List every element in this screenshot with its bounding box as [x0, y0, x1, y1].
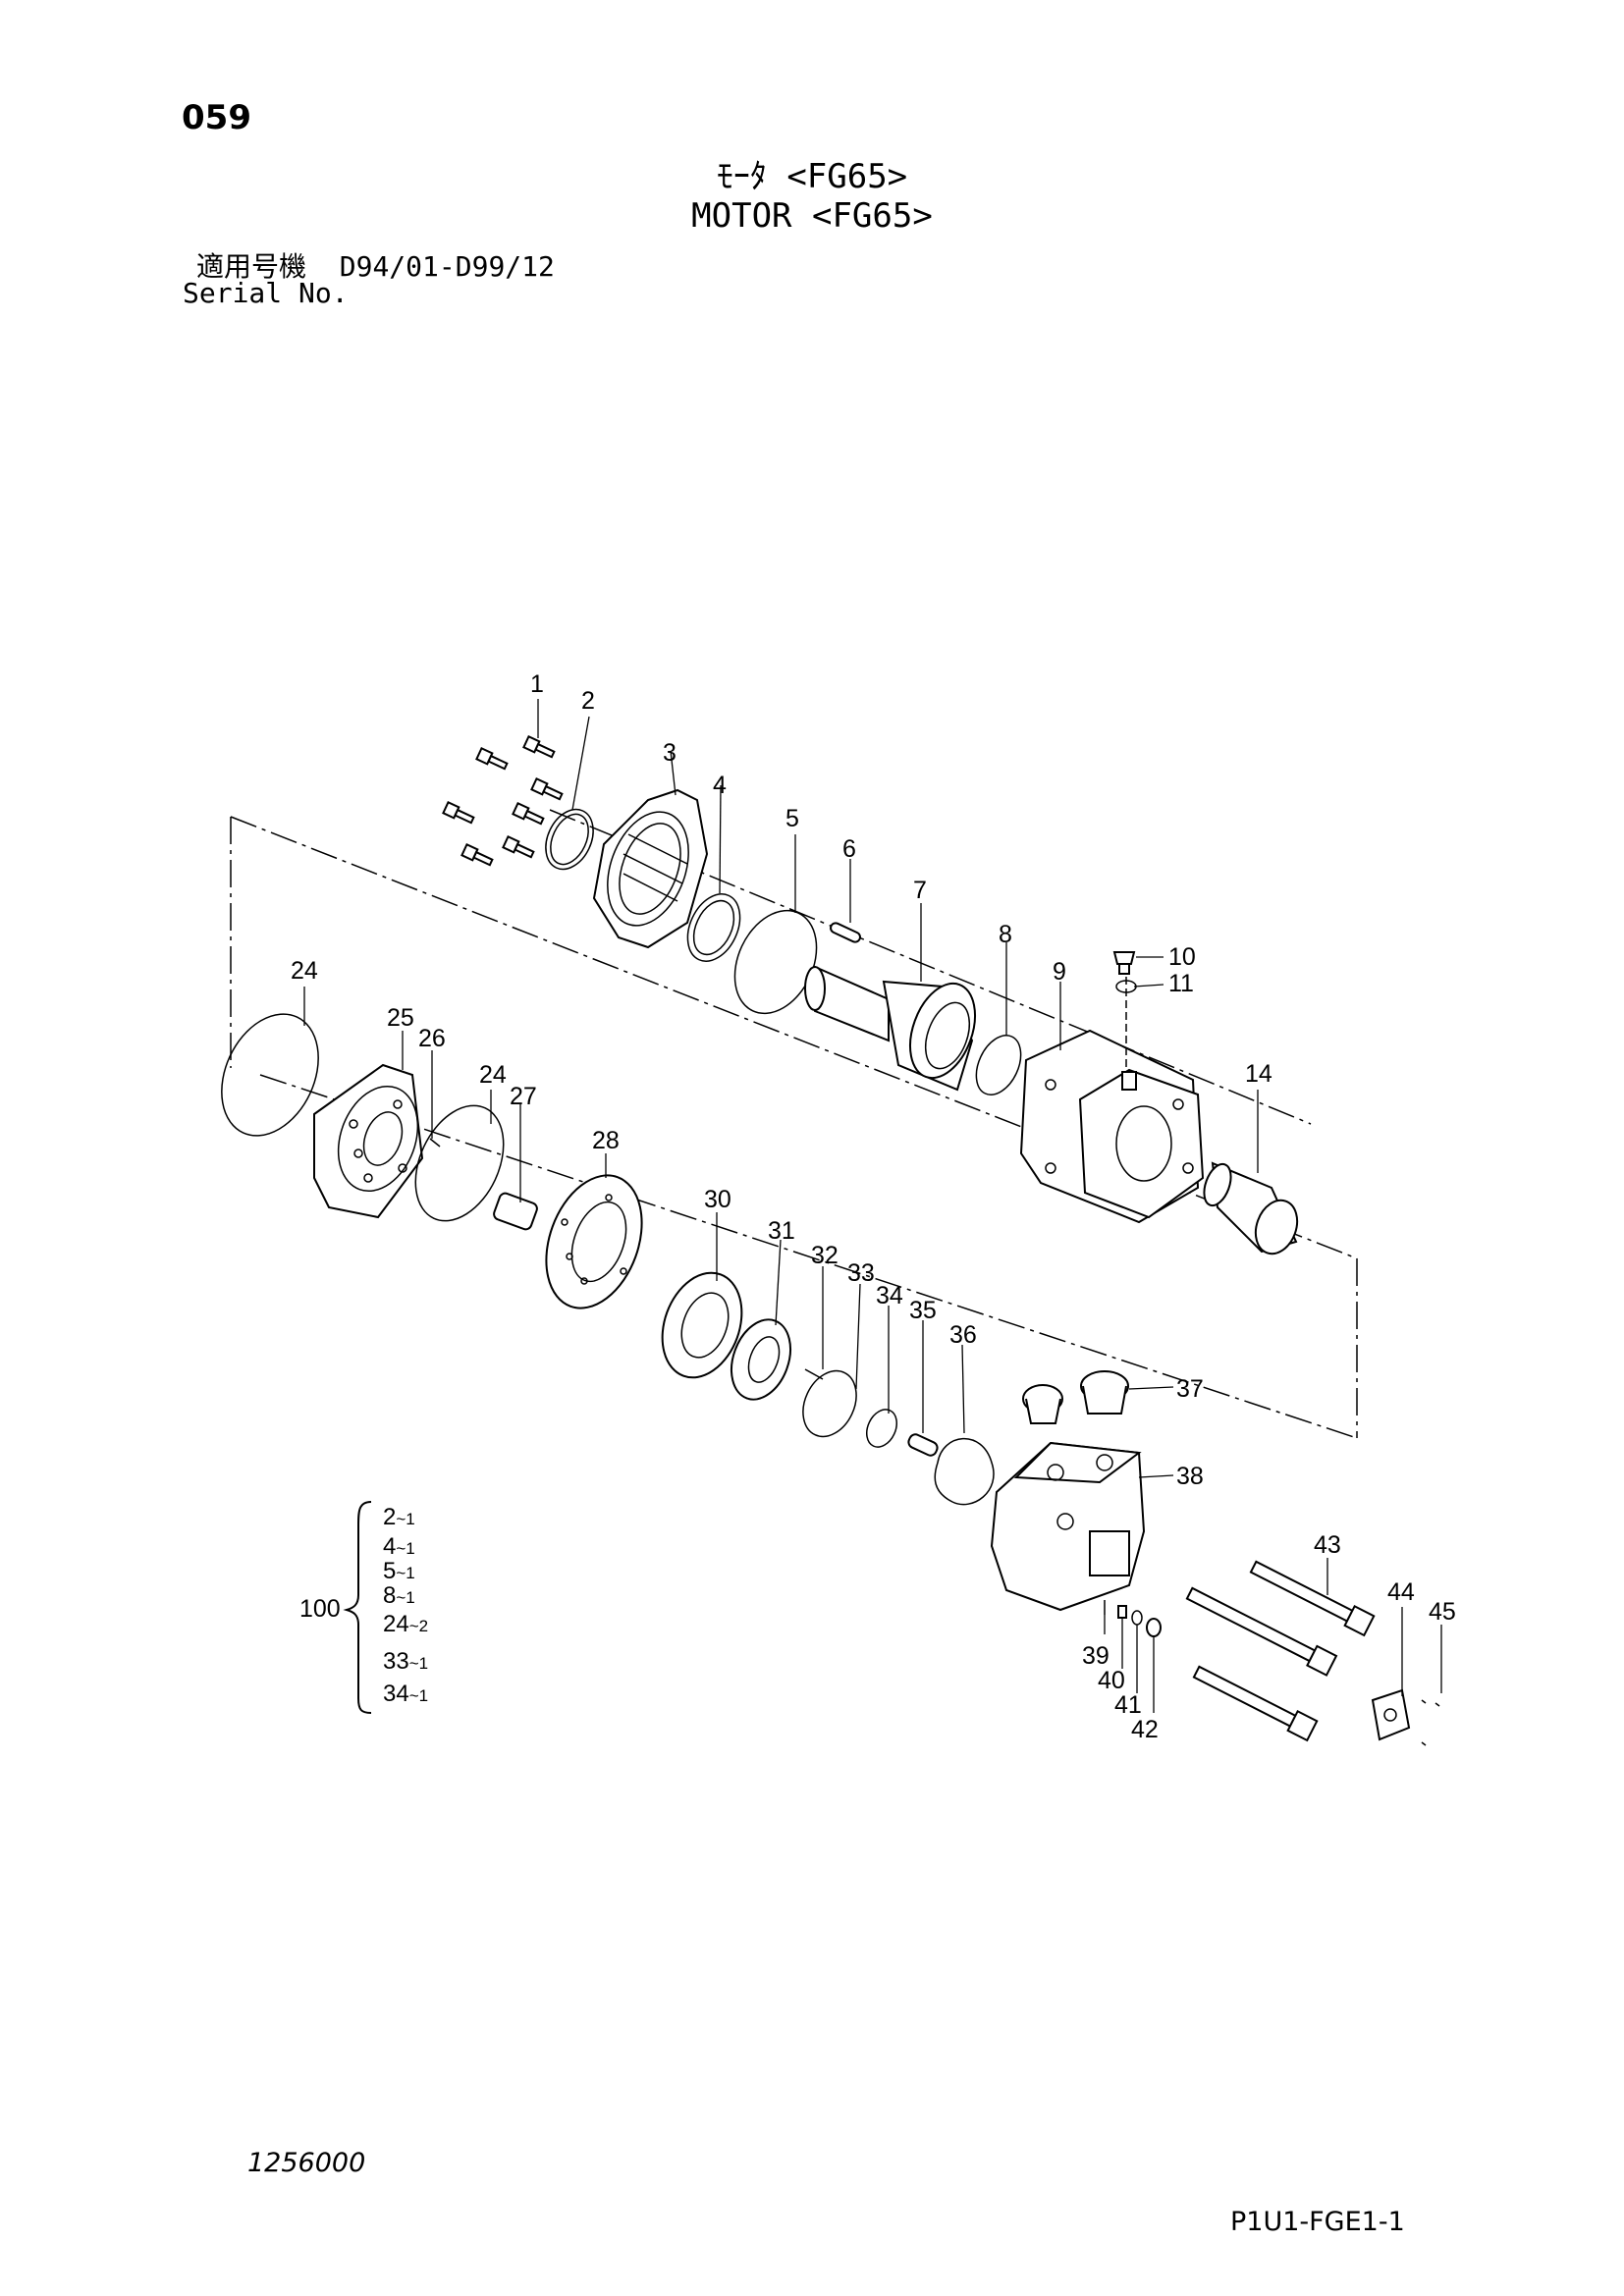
snap-ring-2 [545, 808, 594, 871]
callout-9: 9 [1053, 958, 1066, 986]
ring-4 [686, 893, 741, 962]
callout-2: 2 [581, 687, 595, 715]
bearing-30 [661, 1271, 743, 1379]
drawing-number: 1256000 [247, 2148, 366, 2178]
callout-24-mid: 24 [479, 1061, 507, 1089]
callout-27: 27 [510, 1083, 537, 1110]
callout-40: 40 [1098, 1667, 1125, 1694]
callout-45: 45 [1429, 1598, 1456, 1626]
callout-14: 14 [1245, 1060, 1272, 1088]
callout-33: 33 [847, 1259, 875, 1287]
shaft-7 [804, 965, 976, 1092]
callout-10: 10 [1168, 943, 1196, 971]
kit-brace [343, 1501, 372, 1714]
small-parts-39-42 [1104, 1600, 1162, 1637]
callout-6: 6 [842, 835, 856, 863]
callout-39: 39 [1082, 1642, 1110, 1670]
kit-item: 5~1 [383, 1558, 415, 1584]
serial-line: 適用号機 D94/01-D99/12 [196, 245, 555, 285]
callout-25: 25 [387, 1004, 414, 1032]
key-6 [830, 922, 861, 943]
callout-44: 44 [1387, 1578, 1415, 1606]
callout-3: 3 [663, 739, 677, 767]
o-ring-8 [975, 1035, 1022, 1095]
kit-item: 34~1 [383, 1681, 428, 1707]
callout-31: 31 [768, 1217, 795, 1245]
plate-44 [1371, 1688, 1411, 1741]
callout-28: 28 [592, 1127, 620, 1154]
callout-7: 7 [913, 877, 927, 904]
bearing-31 [731, 1318, 791, 1401]
o-ring-24-left [221, 1013, 319, 1137]
pin-35 [907, 1433, 939, 1457]
callout-32: 32 [811, 1242, 839, 1269]
bolts-43 [1185, 1560, 1376, 1742]
kit-label: 100 [299, 1595, 341, 1623]
callout-8: 8 [999, 921, 1012, 948]
bolt-set-1 [442, 735, 564, 867]
caps-37 [1022, 1370, 1129, 1424]
callout-42: 42 [1131, 1716, 1159, 1743]
callout-11: 11 [1168, 970, 1194, 997]
title-japanese: ﾓｰﾀ <FG65> [716, 157, 908, 196]
o-ring-24-mid [414, 1104, 505, 1222]
serial-range: D94/01-D99/12 [339, 250, 555, 283]
kit-item: 8~1 [383, 1582, 415, 1609]
page-code: P1U1-FGE1-1 [1230, 2207, 1405, 2237]
callout-5: 5 [785, 805, 799, 832]
callout-26: 26 [418, 1025, 446, 1052]
end-plate-25 [313, 1063, 424, 1219]
kit-100: 100 2~1 4~1 5~1 8~1 24~2 33~1 34~1 [299, 1501, 428, 1714]
callout-30: 30 [704, 1186, 731, 1213]
pin-26 [429, 1138, 441, 1148]
valve-block-38 [990, 1441, 1146, 1612]
serial-label-en: Serial No. [183, 277, 349, 309]
kit-item: 24~2 [383, 1611, 428, 1637]
callout-34: 34 [876, 1282, 903, 1309]
leader-lines [303, 699, 1442, 1713]
callout-24-left: 24 [291, 957, 318, 985]
callout-43: 43 [1314, 1531, 1341, 1559]
page-number: 059 [182, 98, 251, 137]
coupling-27 [493, 1192, 538, 1231]
serial-label-jp: 適用号機 [196, 250, 307, 283]
gasket-36 [934, 1437, 995, 1506]
kit-item: 33~1 [383, 1648, 428, 1675]
callout-36: 36 [949, 1321, 977, 1349]
callout-41: 41 [1114, 1691, 1142, 1719]
spline-shaft-14 [1203, 1161, 1299, 1255]
o-ring-33 [802, 1369, 857, 1438]
flange-cover-3 [592, 788, 709, 949]
kit-item: 2~1 [383, 1504, 415, 1530]
callout-labels: 1 2 3 4 5 6 7 8 9 10 11 14 24 25 26 24 2… [291, 670, 1456, 1743]
title-english: MOTOR <FG65> [691, 196, 933, 236]
gerotor-28 [545, 1174, 643, 1309]
callout-35: 35 [909, 1297, 937, 1324]
callout-37: 37 [1176, 1375, 1204, 1403]
kit-item: 4~1 [383, 1533, 415, 1560]
plug-10 [1112, 951, 1136, 975]
housing-9 [1019, 1029, 1205, 1224]
callout-38: 38 [1176, 1463, 1204, 1490]
ring-34 [866, 1409, 897, 1448]
callout-4: 4 [713, 772, 727, 799]
screws-45 [1421, 1699, 1440, 1746]
callout-1: 1 [530, 670, 544, 698]
